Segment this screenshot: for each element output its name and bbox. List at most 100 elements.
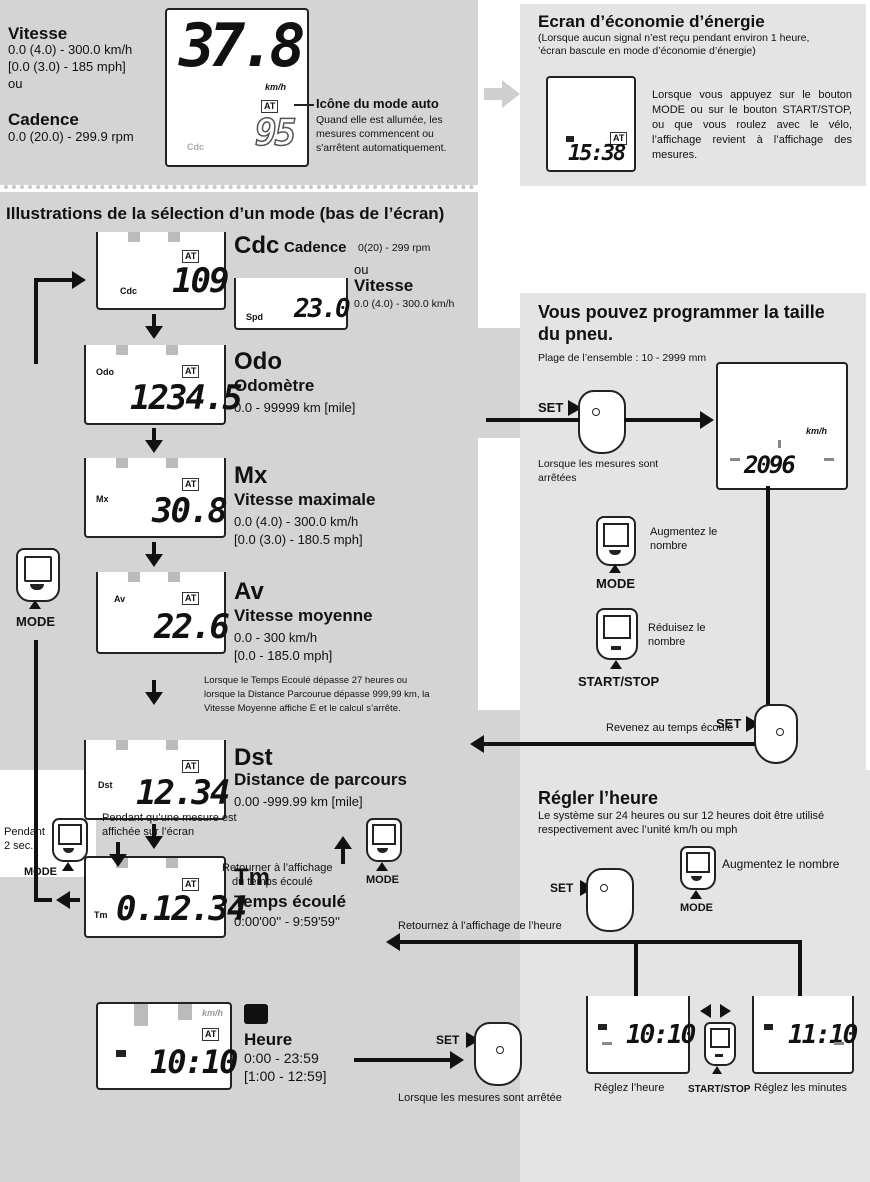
time-set-title: Régler l’heure [538,788,659,808]
clock-lcd: km/h AT 10:10 [96,1002,238,1090]
cdc-ou: ou [354,262,369,277]
bottom-set-device[interactable] [474,1022,522,1086]
tire-startstop-device[interactable] [596,608,638,660]
arrow-to-eco [484,88,504,100]
time-set-desc-1: Le système sur 24 heures ou sur 12 heure… [538,810,825,822]
loop-arrow-top [72,271,86,289]
dst-name: Dst [234,744,273,771]
av-range-2: [0.0 - 185.0 mph] [234,648,333,663]
odo-lcd-value: 1234.5 [130,378,243,418]
cdc-lcd: AT Cdc 109 [96,232,229,310]
loop-line-bottom [34,640,38,902]
heure-range-2: [1:00 - 12:59] [244,1068,327,1084]
return-time-label: Retournez à l’affichage de l’heure [398,920,562,932]
tire-stopped-2: arrêtées [538,472,577,484]
spd-lcd: Spd 23.0 [234,278,351,330]
return-elapsed-2: du temps écoulé [232,876,313,888]
minute-lcd: 11:10 [752,996,858,1074]
tire-decrease-2: nombre [648,636,686,648]
tire-set-label: SET [538,400,564,415]
cadence-range: 0.0 (20.0) - 299.9 rpm [8,129,134,144]
mx-range-2: [0.0 (3.0) - 180.5 mph] [234,532,363,547]
spd-title: Vitesse [354,276,414,295]
eco-title: Ecran d’économie d’énergie [538,12,765,31]
odo-range: 0.0 - 99999 km [mile] [234,400,356,415]
time-set-desc-2: respectivement avec l’unité km/h ou mph [538,824,738,836]
tire-back-label: Revenez au temps écoulé [606,722,734,734]
pendant-1: Pendant [4,826,45,838]
arrow-to-eco-head [502,80,520,108]
mx-lcd: AT Mx 30.8 [84,458,228,538]
eco-subtitle-2: ’écran bascule en mode d’économie d’éner… [538,45,756,57]
av-lcd-value: 22.6 [154,607,230,647]
av-lcd-label: Av [114,594,126,604]
eco-lcd: AT 15:38 [546,76,636,172]
time-set-device[interactable] [586,868,634,932]
time-startstop-device[interactable] [704,1022,736,1066]
loop-line-top [34,278,38,364]
tire-increase-2: nombre [650,540,688,552]
eco-time: 15:38 [568,141,626,166]
vitesse-range-1: 0.0 (4.0) - 300.0 km/h [8,42,133,57]
tire-title-2: du pneu. [538,324,613,344]
odo-lcd-label: Odo [96,367,114,377]
tire-startstop-label: START/STOP [578,674,660,689]
mode-device-left[interactable] [16,548,60,602]
heure-range-1: 0:00 - 23:59 [244,1050,319,1066]
main-lcd-digits: 37.8 [179,11,305,81]
loop-line-bottombar [34,898,52,902]
mx-lcd-value: 30.8 [152,491,228,531]
time-startstop-label: START/STOP [688,1084,751,1095]
tire-title-1: Vous pouvez programmer la taille [538,302,825,322]
odo-name: Odo [234,348,282,375]
auto-mode-desc-3: s'arrêtent automatiquement. [316,142,447,154]
dst-lcd-value: 12.34 [136,773,230,813]
mx-lcd-label: Mx [96,494,109,504]
at-icon: AT [261,100,279,113]
auto-mode-desc-2: mesures commencent ou [316,128,434,140]
av-range-1: 0.0 - 300 km/h [234,630,318,645]
set-minutes-label: Réglez les minutes [754,1082,847,1094]
tire-increase-1: Augmentez le [650,526,718,538]
tm-desc-title: Temps écoulé [234,892,347,911]
eco-subtitle-1: (Lorsque aucun signal n’est reçu pendant… [538,32,810,44]
av-name: Av [234,578,264,605]
mode-device-bottom-right[interactable] [366,818,402,862]
tire-mode-device[interactable] [596,516,636,566]
return-elapsed-1: Retourner à l’affichage [222,862,333,874]
tire-set-device[interactable] [578,390,626,454]
arrow-right-icon [720,1004,731,1018]
auto-mode-desc-1: Quand elle est allumée, les [316,114,443,126]
tm-lcd: AT Tm 0.12.34 [84,856,247,938]
main-lcd-cdc-value: 95 [254,113,297,155]
eco-battery-icon [566,136,574,142]
time-mode-device[interactable] [680,846,716,890]
dst-range: 0.00 -999.99 km [mile] [234,794,363,809]
auto-mode-title: Icône du mode auto [316,96,439,111]
av-note-3: Vitesse Moyenne affiche E et le calcul s… [204,703,401,714]
return-time-line [398,940,802,944]
tire-set2-device[interactable] [754,704,798,764]
set-hour-label: Réglez l’heure [594,1082,665,1094]
arrow-left-icon [700,1004,711,1018]
hour-lcd-value: 10:10 [626,1020,696,1050]
tm-lcd-label: Tm [94,910,108,920]
bottom-set-label: SET [436,1033,460,1047]
av-note-1: Lorsque le Temps Ecoulé dépasse 27 heure… [204,675,408,686]
clock-lcd-unit: km/h [202,1008,224,1018]
tm-lcd-value: 0.12.34 [116,889,247,929]
mode-label-bottom-right: MODE [366,874,399,886]
dotted-divider [4,185,474,189]
tire-lcd-value: 2096 [744,451,796,479]
vitesse-label: Vitesse [8,24,68,43]
time-increase: Augmentez le nombre [722,857,840,871]
mx-name: Mx [234,462,268,489]
odo-band [198,328,520,438]
tire-decrease-1: Réduisez le [648,622,706,634]
av-desc-title: Vitesse moyenne [234,606,373,625]
loop-arrow-bottom [56,891,70,909]
tire-lcd: km/h 2096 [716,362,848,490]
mode-device-bottom-left[interactable] [52,818,88,862]
clock-icon [244,1004,268,1024]
odo-desc-title: Odomètre [234,376,315,395]
